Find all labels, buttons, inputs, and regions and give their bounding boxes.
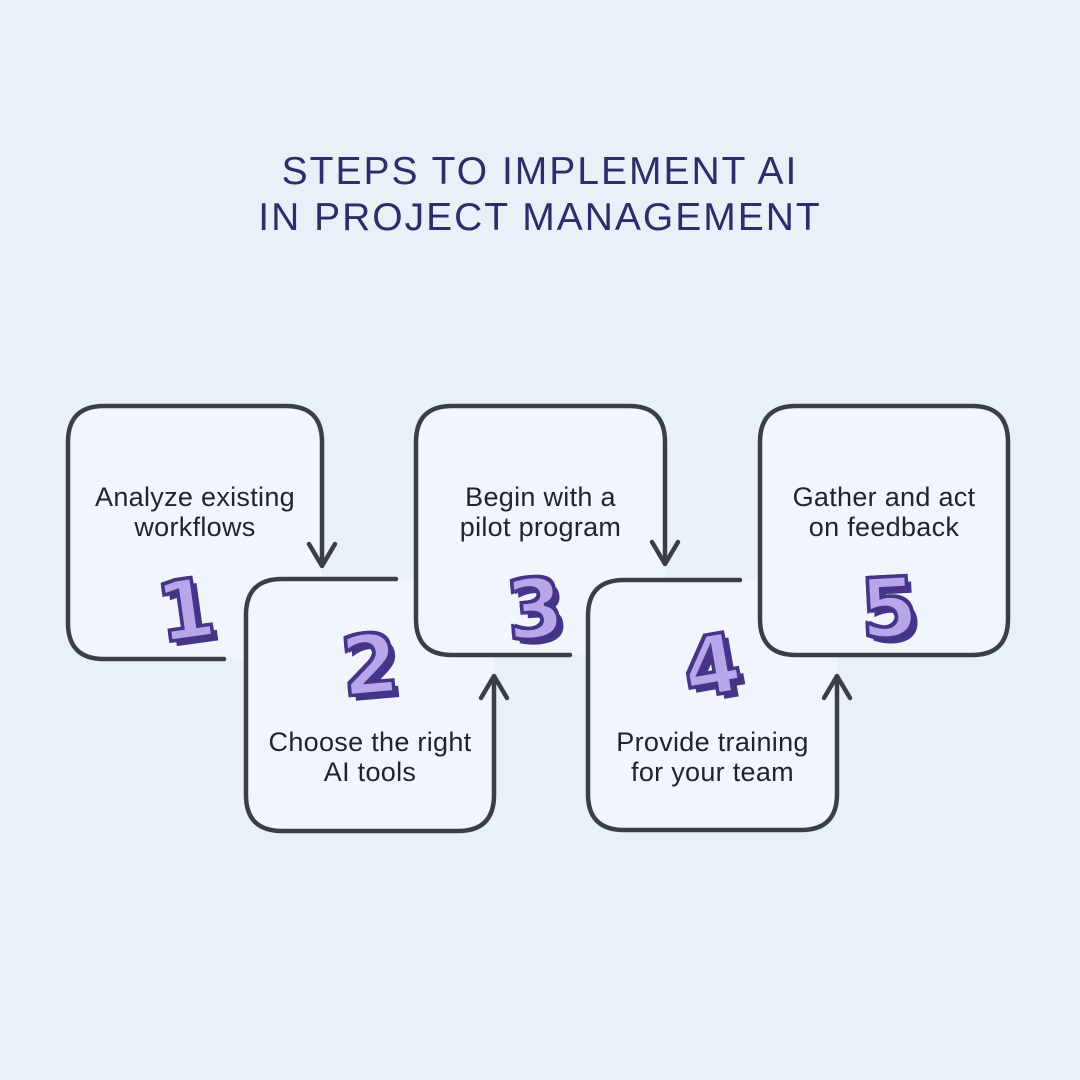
step-5-label-line2: on feedback	[808, 512, 960, 542]
step-5-label: Gather and act on feedback	[764, 482, 1004, 542]
step-3-label: Begin with a pilot program	[420, 482, 661, 542]
step-1-label: Analyze existing workflows	[75, 482, 315, 542]
step-2-label-line1: Choose the right	[268, 727, 472, 757]
step-2-number: 2	[336, 615, 404, 718]
page-title-line1: STEPS TO IMPLEMENT AI	[281, 150, 799, 193]
step-4-box-outline	[585, 577, 840, 833]
step-2-label-line2: AI tools	[323, 757, 417, 787]
step-5-box-fill	[760, 406, 1008, 655]
step-4-label-line2: for your team	[631, 757, 794, 787]
arrow-up-4-icon	[821, 673, 853, 701]
step-1-label-line2: workflows	[134, 512, 256, 542]
arrow-down-1-icon	[306, 541, 338, 569]
step-3-label-line1: Begin with a	[465, 482, 616, 512]
step-5-box-outline	[757, 403, 1011, 658]
step-2-label: Choose the right AI tools	[250, 727, 490, 787]
step-1-label-line1: Analyze existing	[95, 482, 295, 512]
step-2-box-outline	[243, 576, 497, 834]
step-3-label-line2: pilot program	[459, 512, 622, 542]
step-4-label: Provide training for your team	[592, 727, 833, 787]
step-5-number: 5	[857, 559, 922, 660]
step-3-box-outline	[413, 403, 668, 658]
page-title: STEPS TO IMPLEMENT AI IN PROJECT MANAGEM…	[0, 149, 1080, 241]
page-title-line2: IN PROJECT MANAGEMENT	[258, 196, 822, 239]
arrow-up-2-icon	[478, 673, 510, 701]
step-5-label-line1: Gather and act	[792, 482, 976, 512]
step-3-number: 3	[501, 559, 569, 662]
step-1-box-outline	[65, 403, 325, 662]
arrow-down-3-icon	[649, 539, 681, 567]
step-4-label-line1: Provide training	[616, 727, 809, 757]
